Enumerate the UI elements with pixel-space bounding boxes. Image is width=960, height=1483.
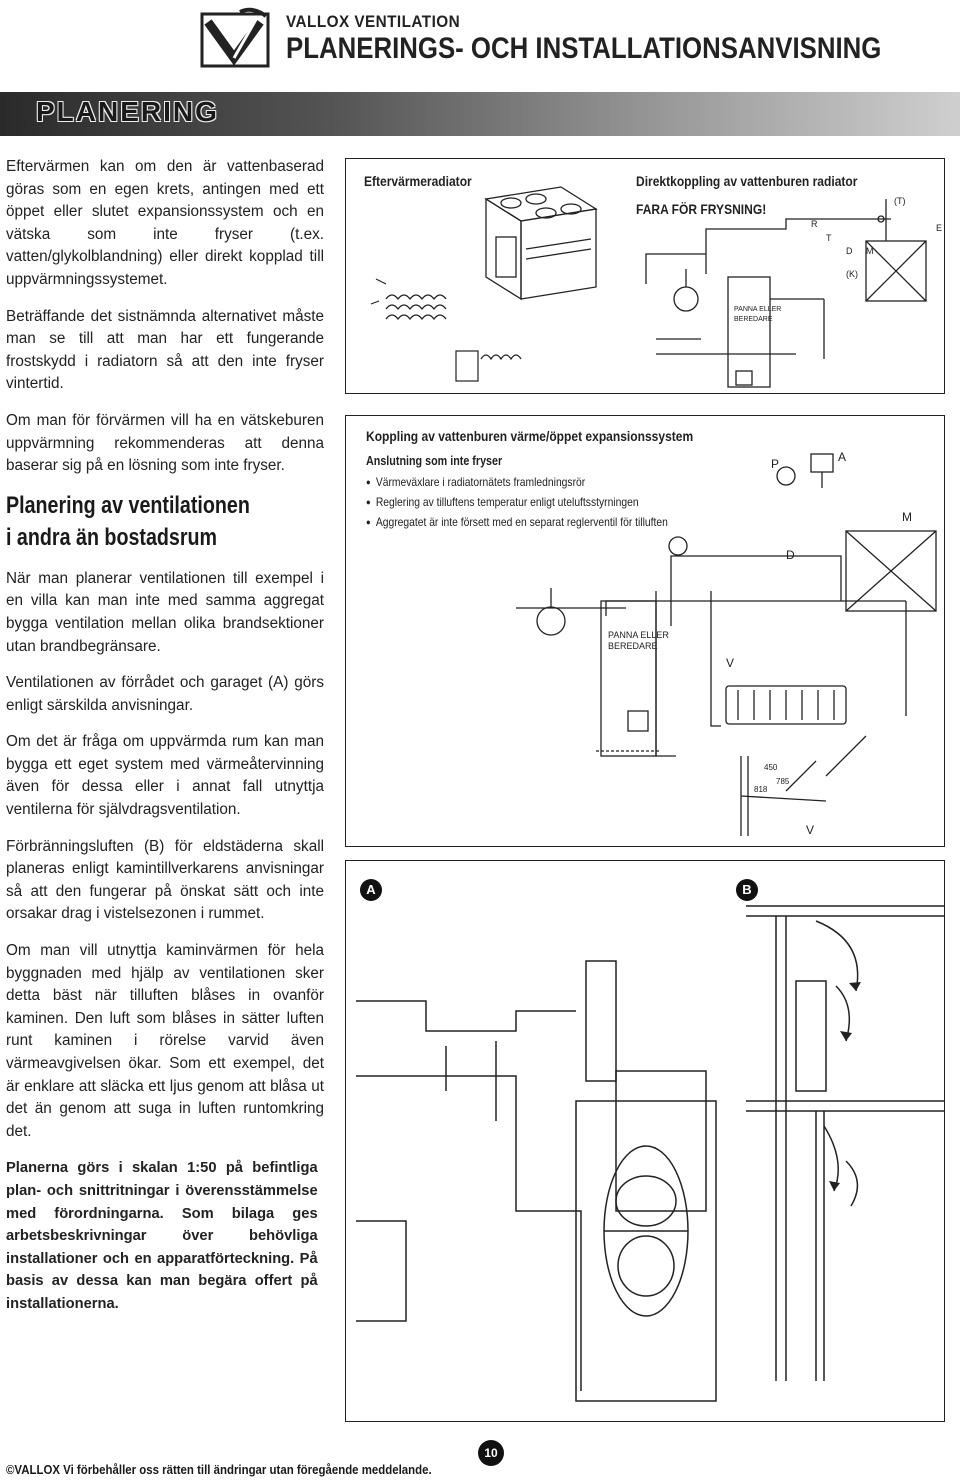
svg-text:M: M: [902, 510, 912, 524]
svg-text:450: 450: [764, 763, 778, 772]
document-title: PLANERINGS- OCH INSTALLATIONSANVISNING: [286, 32, 882, 65]
boiler-label: PANNA ELLER: [734, 306, 781, 313]
expansion-system-diagram: PANNA ELLER BEREDARE A P M D V V 450 785…: [516, 450, 937, 837]
paragraph: Ventilationen av förrådet och garaget (A…: [6, 674, 324, 714]
figure-title: Koppling av vattenburen värme/öppet expa…: [366, 428, 694, 444]
label-b-badge: B: [736, 879, 758, 901]
floor-plan-diagram: [356, 905, 944, 1402]
section-banner: [0, 92, 960, 136]
section-title: PLANERING: [36, 96, 219, 127]
svg-text:M: M: [866, 246, 874, 256]
radiator-diagram: PANNA ELLER BEREDARE (T) R T E D M (K): [370, 186, 942, 388]
svg-text:D: D: [786, 548, 795, 562]
body-text-column: Eftervärmen kan om den är vattenbaserad …: [6, 156, 324, 1330]
svg-text:(K): (K): [846, 269, 858, 279]
svg-text:V: V: [806, 823, 814, 837]
paragraph: Om man för förvärmen vill ha en vätskebu…: [6, 411, 324, 475]
svg-text:818: 818: [754, 785, 768, 794]
brand-name: VALLOX VENTILATION: [286, 12, 461, 31]
svg-text:785: 785: [776, 777, 790, 786]
figure-caption: Direktkoppling av vattenburen radiator: [636, 173, 858, 189]
svg-text:R: R: [811, 219, 818, 229]
paragraph: Eftervärmen kan om den är vattenbaserad …: [6, 158, 324, 288]
bullet-item: Reglering av tilluftens temperatur enlig…: [366, 495, 639, 509]
boiler-label: BEREDARE: [608, 641, 658, 651]
page-number-badge: 10: [478, 1440, 504, 1466]
paragraph: Beträffande det sistnämnda alternativet …: [6, 307, 324, 393]
subheading: Planering av ventilationen: [6, 491, 250, 519]
figure-caption: Eftervärmeradiator: [364, 173, 472, 189]
paragraph: Om det är fråga om uppvärmda rum kan man…: [6, 733, 324, 819]
svg-text:P: P: [771, 457, 779, 471]
svg-text:D: D: [846, 246, 853, 256]
figure-subtitle: Anslutning som inte fryser: [366, 454, 503, 468]
svg-text:(T): (T): [894, 196, 906, 206]
warning-text: FARA FÖR FRYSNING!: [636, 201, 767, 217]
svg-text:A: A: [838, 450, 846, 464]
figure-open-expansion-system: Koppling av vattenburen värme/öppet expa…: [345, 415, 945, 847]
bullet-item: Aggregatet är inte försett med en separa…: [366, 515, 668, 529]
boiler-label: PANNA ELLER: [608, 630, 669, 640]
label-a-badge: A: [360, 879, 382, 901]
svg-text:T: T: [826, 233, 832, 243]
vallox-logo: [200, 7, 270, 68]
boiler-label: BEREDARE: [734, 316, 773, 323]
copyright-footer: ©VALLOX Vi förbehåller oss rätten till ä…: [6, 1462, 432, 1477]
paragraph: När man planerar ventilationen till exem…: [6, 569, 324, 655]
svg-text:E: E: [936, 223, 942, 233]
bullet-item: Värmeväxlare i radiatornätets framlednin…: [366, 475, 585, 489]
svg-text:V: V: [726, 656, 734, 670]
figure-radiator-connection: Eftervärmeradiator Direktkoppling av vat…: [345, 158, 945, 394]
paragraph: Förbränningsluften (B) för eldstäderna s…: [6, 837, 324, 923]
subheading: i andra än bostadsrum: [6, 523, 218, 551]
figure-floor-plans: A B: [345, 860, 945, 1422]
bold-paragraph: Planerna görs i skalan 1:50 på befintlig…: [6, 1159, 318, 1312]
paragraph: Om man vill utnyttja kaminvärmen för hel…: [6, 942, 324, 1140]
